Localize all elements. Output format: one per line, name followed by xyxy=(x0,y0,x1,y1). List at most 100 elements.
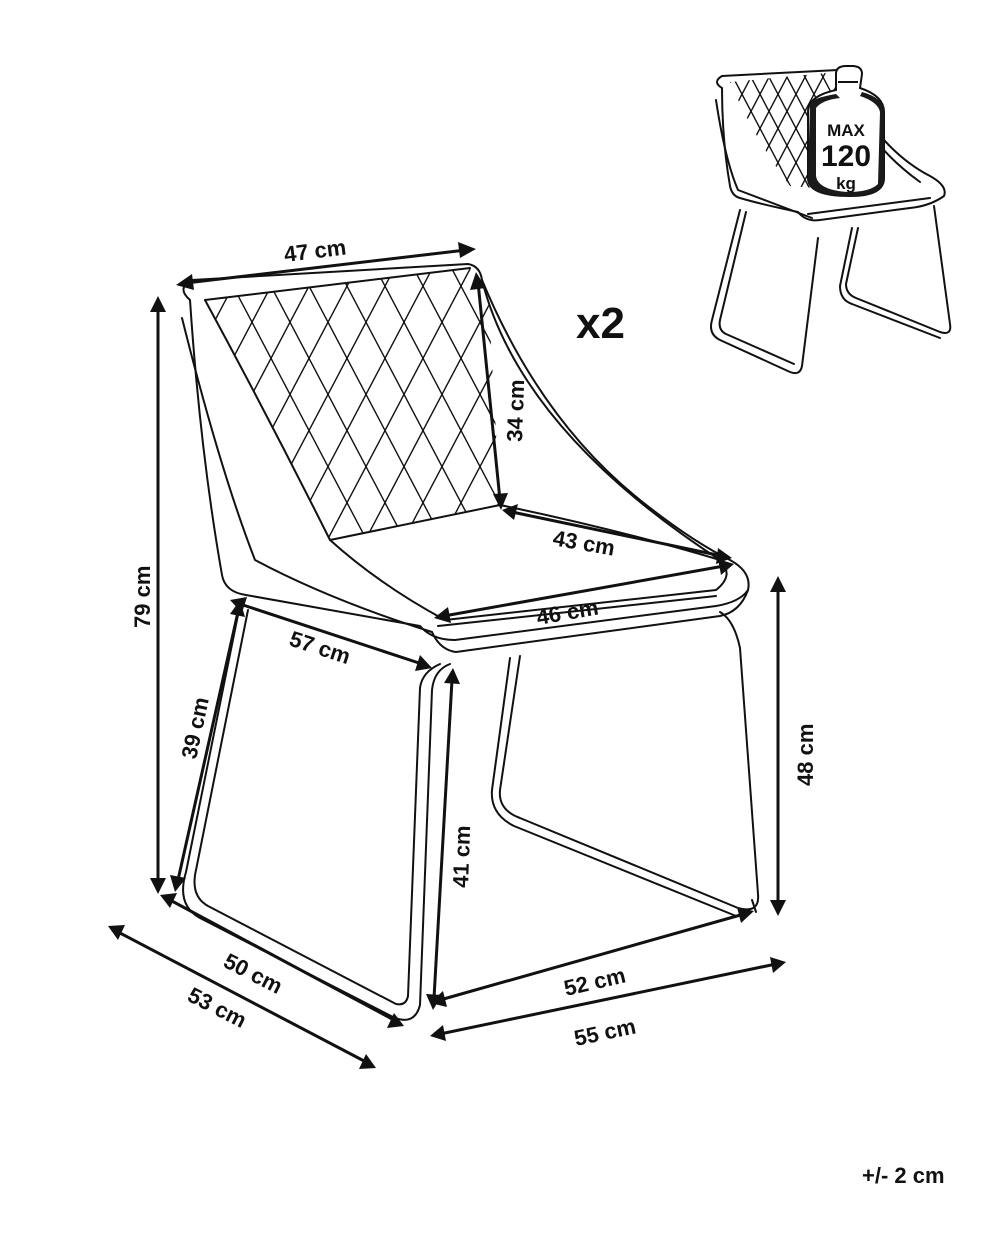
label-base-width-inner: 52 cm xyxy=(562,962,628,1000)
label-seat-height: 48 cm xyxy=(793,724,818,786)
quilt-stitch xyxy=(507,250,670,560)
label-back-width: 47 cm xyxy=(283,235,348,267)
quilt-stitch xyxy=(632,60,706,200)
quilt-stitch xyxy=(920,60,994,200)
quilt-stitch xyxy=(884,60,958,200)
quilt-stitch xyxy=(508,60,582,200)
quilt-stitch xyxy=(470,60,544,200)
quilt-stitch xyxy=(730,72,799,190)
quilt-stitch xyxy=(416,60,490,200)
tolerance-note: +/- 2 cm xyxy=(862,1163,945,1188)
quilt-stitch xyxy=(398,60,472,200)
label-base-depth-outer: 53 cm xyxy=(184,982,251,1033)
quilt-stitch xyxy=(730,72,763,190)
quilt-stitch xyxy=(403,268,500,540)
quilt-stitch xyxy=(560,60,634,200)
quilt-stitch xyxy=(542,60,616,200)
quilt-stitch xyxy=(289,268,454,540)
quilt-stitch xyxy=(205,268,291,540)
quilt-stitch xyxy=(746,250,909,560)
quilt-stitch xyxy=(430,268,500,540)
quilt-stitch xyxy=(730,72,779,190)
quilt-stitch xyxy=(958,60,1000,200)
quilt-stitch xyxy=(652,60,726,200)
quilt-stitch xyxy=(380,60,454,200)
quilt-stitch xyxy=(392,268,500,540)
quilt-stitch xyxy=(670,250,833,560)
quilt-stitch xyxy=(650,60,724,200)
label-back-height: 34 cm xyxy=(502,379,529,442)
quilt-stitch xyxy=(594,250,757,560)
quilt-stitch xyxy=(344,60,418,200)
quilt-stitch xyxy=(708,250,871,560)
quilt-stitch xyxy=(556,250,719,560)
quilt-stitch xyxy=(634,60,708,200)
weight-icon: MAX 120 kg xyxy=(807,65,885,198)
quilt-stitch xyxy=(940,60,1000,200)
quilt-stitch xyxy=(545,250,708,560)
quilt-stitch xyxy=(730,72,761,190)
left-sled-leg xyxy=(182,604,451,1021)
quilt-stitch xyxy=(0,250,62,560)
quilt-stitch xyxy=(580,60,654,200)
quilt-stitch xyxy=(0,250,138,560)
quilt-stitch xyxy=(922,60,996,200)
quilt-stitch xyxy=(0,250,35,560)
quilt-stitch xyxy=(205,268,329,540)
quilt-stitch xyxy=(506,60,580,200)
quilt-stitch xyxy=(13,250,176,560)
quilt-stitch xyxy=(0,250,73,560)
quilt-stitch xyxy=(436,60,510,200)
max-load-icon: MAX 120 kg xyxy=(326,60,1000,375)
quilt-stitch xyxy=(730,72,743,190)
quilt-stitch xyxy=(326,60,400,200)
label-seat-width: 46 cm xyxy=(535,594,601,629)
quilt-stitch xyxy=(583,250,746,560)
quilt-stitch xyxy=(0,250,111,560)
quilt-stitch xyxy=(784,250,947,560)
quilt-stitch xyxy=(452,60,526,200)
quilt-stitch xyxy=(0,250,149,560)
max-load-label: MAX xyxy=(827,121,865,140)
quilt-stitch xyxy=(544,60,618,200)
quilt-stitch xyxy=(0,250,100,560)
quilt-stitch xyxy=(976,60,1000,200)
quilt-stitch xyxy=(938,60,1000,200)
quilt-stitch xyxy=(490,60,564,200)
quilt-stitch xyxy=(598,60,672,200)
quilt-stitch xyxy=(741,72,817,190)
quilt-stitch xyxy=(659,250,822,560)
quilt-stitch xyxy=(472,60,546,200)
label-base-width-outer: 55 cm xyxy=(572,1013,638,1050)
quilt-stitch xyxy=(213,268,378,540)
quilt-stitch xyxy=(251,268,416,540)
quilt-stitch xyxy=(365,268,500,540)
quilt-stitch xyxy=(739,72,815,190)
max-load-value: 120 xyxy=(821,140,871,173)
quilt-stitch xyxy=(614,60,688,200)
max-load-unit: kg xyxy=(836,174,856,193)
quilt-stitch xyxy=(24,250,187,560)
quilt-stitch xyxy=(434,60,508,200)
quilt-stitch xyxy=(418,60,492,200)
quilt-stitch xyxy=(400,60,474,200)
label-total-height: 79 cm xyxy=(130,566,155,628)
quilt-stitch xyxy=(205,268,226,540)
quilt-stitch xyxy=(886,60,960,200)
quilt-stitch xyxy=(822,250,985,560)
quilt-stitch xyxy=(488,60,562,200)
quilt-stitch xyxy=(813,72,842,190)
quantity-label: x2 xyxy=(576,299,625,348)
quilt-stitch xyxy=(730,72,745,190)
quilt-stitch xyxy=(362,60,436,200)
label-armrest-depth: 57 cm xyxy=(286,626,353,669)
quilt-stitch xyxy=(0,250,24,560)
quilt-stitch xyxy=(441,268,500,540)
quilt-stitch xyxy=(596,60,670,200)
quilt-stitch xyxy=(524,60,598,200)
dimension-lines xyxy=(108,242,786,1069)
quilt-stitch xyxy=(562,60,636,200)
quilt-stitch xyxy=(454,60,528,200)
quilt-stitch xyxy=(578,60,652,200)
